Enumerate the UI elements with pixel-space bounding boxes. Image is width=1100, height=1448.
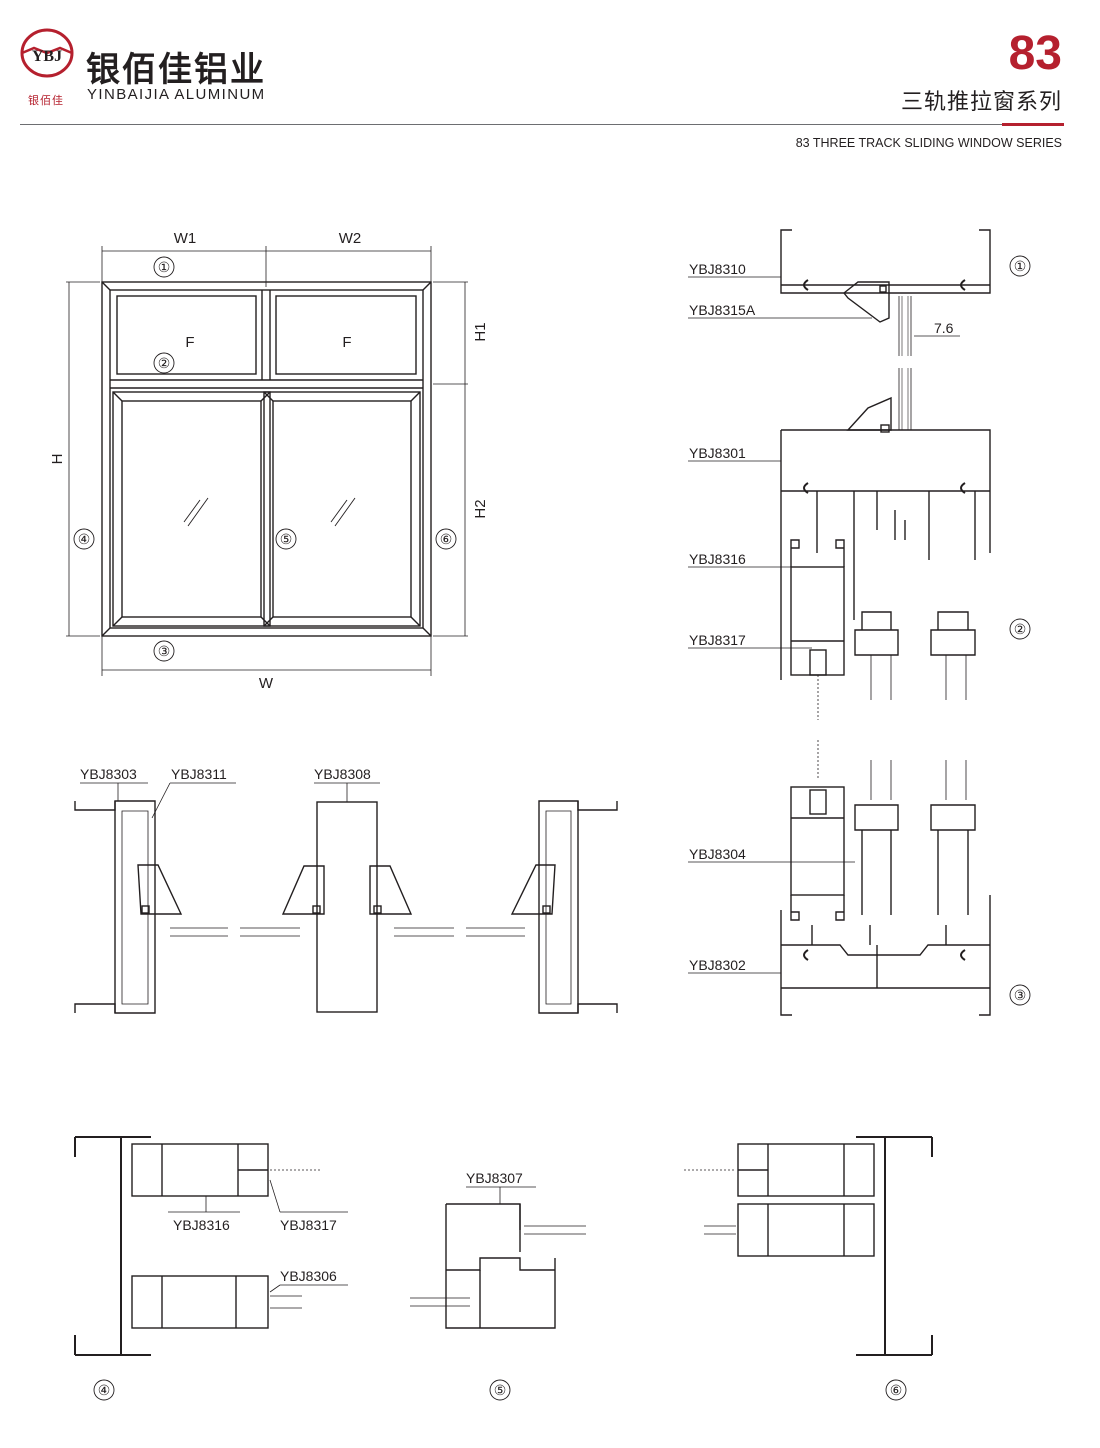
pane-fixed-left: F <box>185 334 194 351</box>
series-title-cn: 三轨推拉窗系列 <box>900 90 1062 115</box>
window-elevation <box>66 246 468 676</box>
header-accent-bar <box>1002 123 1064 126</box>
label-ybj8302: YBJ8302 <box>689 957 746 973</box>
marker-5: ⑤ <box>280 531 293 547</box>
section-marker-3: ③ <box>1014 987 1027 1003</box>
section-marker-5: ⑤ <box>494 1382 507 1398</box>
glass-mark-left <box>183 499 201 523</box>
dim-h: H <box>49 454 66 465</box>
label-ybj8301: YBJ8301 <box>689 445 746 461</box>
section-marker-2: ② <box>1014 621 1027 637</box>
marker-1: ① <box>158 259 171 275</box>
page-header: YBJ 银佰佳 银佰佳铝业 YINBAIJIA ALUMINUM 83 三轨推拉… <box>0 0 1100 160</box>
leader-lines <box>80 276 872 1293</box>
dim-w1: W1 <box>174 230 197 247</box>
horizontal-sections <box>74 1136 933 1356</box>
label-ybj8317-h: YBJ8317 <box>280 1217 337 1233</box>
logo-text: YBJ <box>32 48 62 65</box>
label-ybj8307: YBJ8307 <box>466 1170 523 1186</box>
label-ybj8306: YBJ8306 <box>280 1268 337 1284</box>
brand-name-en: YINBAIJIA ALUMINUM <box>87 86 266 103</box>
marker-3: ③ <box>158 643 171 659</box>
elevation-dimension-lines <box>66 246 468 676</box>
label-ybj8315a: YBJ8315A <box>689 302 756 318</box>
label-ybj8303: YBJ8303 <box>80 766 137 782</box>
marker-circles <box>73 255 1031 1401</box>
series-title-en: 83 THREE TRACK SLIDING WINDOW SERIES <box>795 136 1062 150</box>
label-ybj8310: YBJ8310 <box>689 261 746 277</box>
dim-h2: H2 <box>472 499 489 518</box>
series-number: 83 <box>1008 27 1062 80</box>
fixed-sections <box>74 800 618 1014</box>
marker-2: ② <box>158 355 171 371</box>
logo-subtitle: 银佰佳 <box>28 94 64 107</box>
brand-name-cn: 银佰佳铝业 <box>86 50 266 90</box>
label-ybj8316: YBJ8316 <box>689 551 746 567</box>
label-ybj8304: YBJ8304 <box>689 846 746 862</box>
section-marker-1: ① <box>1014 258 1027 274</box>
label-ybj8317: YBJ8317 <box>689 632 746 648</box>
dimension-7-6: 7.6 <box>934 320 954 336</box>
marker-6: ⑥ <box>440 531 453 547</box>
label-ybj8316-h: YBJ8316 <box>173 1217 230 1233</box>
vertical-section <box>780 229 991 1016</box>
label-ybj8308: YBJ8308 <box>314 766 371 782</box>
dim-w2: W2 <box>339 230 362 247</box>
brand-logo-icon: YBJ <box>20 28 74 78</box>
glass-mark-right <box>330 499 348 523</box>
section-marker-6: ⑥ <box>890 1382 903 1398</box>
header-divider <box>20 124 1062 125</box>
label-ybj8311: YBJ8311 <box>171 766 227 782</box>
section-marker-4: ④ <box>98 1382 111 1398</box>
dim-h1: H1 <box>472 322 489 341</box>
marker-4: ④ <box>78 531 91 547</box>
pane-fixed-right: F <box>342 334 351 351</box>
dim-w: W <box>259 675 274 692</box>
